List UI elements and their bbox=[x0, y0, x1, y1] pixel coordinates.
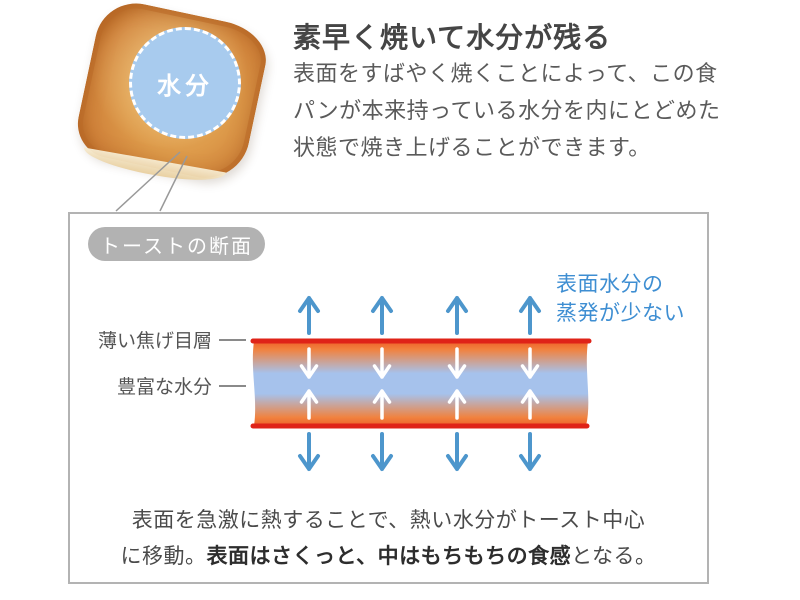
moisture-up-arrow bbox=[447, 389, 467, 420]
hero-body-line-2: パンが本来持っている水分を内にとどめた bbox=[293, 98, 721, 123]
moisture-circle: 水分 bbox=[129, 27, 241, 139]
caption-line-1: 表面を急激に熱することで、熱い水分がトースト中心 bbox=[131, 509, 646, 532]
moisture-up-arrow bbox=[299, 389, 319, 420]
moisture-label-row: 豊富な水分 bbox=[94, 372, 246, 399]
diagram-caption: 表面を急激に熱することで、熱い水分がトースト中心 に移動。表面はさくっと、中はも… bbox=[70, 503, 707, 575]
steam-down-arrow bbox=[446, 432, 468, 471]
crust-label: 薄い焦げ目層 bbox=[97, 331, 212, 352]
moisture-label: 豊富な水分 bbox=[116, 377, 212, 398]
steam-up-arrow bbox=[519, 296, 541, 335]
moisture-down-arrow bbox=[299, 347, 319, 379]
crust-label-row: 薄い焦げ目層 bbox=[94, 326, 246, 353]
moisture-circle-label: 水分 bbox=[157, 72, 213, 100]
toast-slab-body bbox=[252, 341, 589, 426]
steam-down-arrow bbox=[371, 432, 393, 471]
page-title: 素早く焼いて水分が残る bbox=[293, 22, 612, 53]
hero-body-line-3: 状態で焼き上げることができます。 bbox=[293, 135, 651, 160]
arrow-layer bbox=[298, 296, 541, 471]
steam-down-arrow bbox=[519, 432, 541, 471]
evaporation-note-line-2: 蒸発が少ない bbox=[556, 302, 685, 325]
moisture-up-arrow bbox=[520, 389, 540, 420]
steam-up-arrow bbox=[371, 296, 393, 335]
moisture-down-arrow bbox=[447, 347, 467, 379]
caption-line-2-normal-start: に移動。 bbox=[120, 545, 207, 568]
section-badge: トーストの断面 bbox=[88, 227, 265, 261]
steam-up-arrow bbox=[446, 296, 468, 335]
caption-line-2: に移動。表面はさくっと、中はもちもちの食感となる。 bbox=[70, 539, 707, 575]
moisture-down-arrow bbox=[520, 347, 540, 379]
moisture-down-arrow bbox=[372, 347, 392, 379]
cross-section-svg bbox=[250, 296, 592, 471]
crust-label-connector bbox=[219, 338, 246, 341]
steam-down-arrow bbox=[298, 432, 320, 471]
moisture-up-arrow bbox=[372, 389, 392, 420]
evaporation-note-line-1: 表面水分の bbox=[556, 273, 664, 296]
evaporation-note: 表面水分の 蒸発が少ない bbox=[556, 270, 685, 328]
caption-line-2-normal-end: となる。 bbox=[571, 545, 657, 568]
moisture-label-connector bbox=[219, 384, 246, 387]
steam-up-arrow bbox=[298, 296, 320, 335]
cross-section-panel: トーストの断面 薄い焦げ目層 豊富な水分 bbox=[68, 212, 709, 584]
caption-line-2-bold: 表面はさくっと、中はもちもちの食感 bbox=[206, 545, 572, 568]
hero-body-line-1: 表面をすばやく焼くことによって、この食 bbox=[293, 61, 718, 86]
